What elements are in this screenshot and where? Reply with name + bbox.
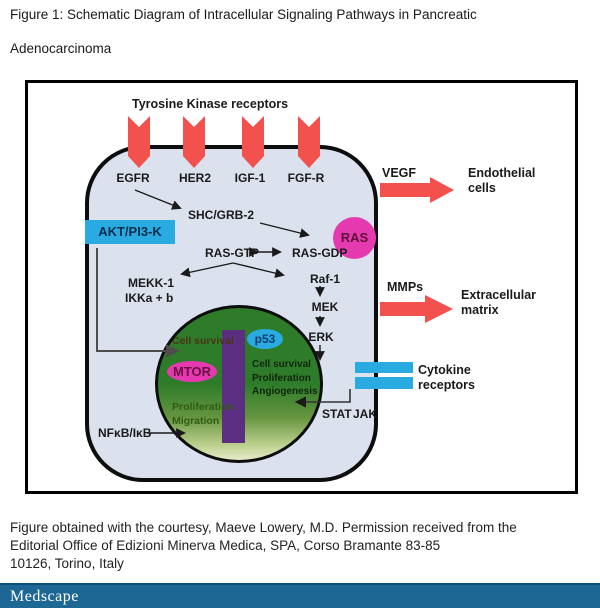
diagram-canvas: Tyrosine Kinase receptors EGFR HER2 IGF-…	[25, 80, 578, 494]
node-ras-gdp: RAS-GDP	[292, 246, 348, 260]
cytokine-receptors-label: Cytokine receptors	[418, 363, 475, 392]
receptor-icon	[183, 116, 205, 168]
node-mekk1: MEKK-1	[128, 276, 175, 290]
outcome-angiogenesis: Angiogenesis	[252, 386, 318, 397]
node-raf1: Raf-1	[309, 272, 340, 286]
receptor-label-igf1: IGF-1	[234, 171, 266, 185]
nucleus-outcomes: Cell survival Proliferation Angiogenesis	[252, 358, 318, 399]
outcome-cell-survival: Cell survival	[252, 359, 311, 370]
vegf-label: VEGF	[382, 166, 417, 180]
figure-title: Figure 1: Schematic Diagram of Intracell…	[10, 7, 477, 22]
receptor-label-egfr: EGFR	[116, 171, 150, 185]
node-ras: RAS	[333, 217, 376, 259]
receptor-icon	[128, 116, 150, 168]
node-erk: ERK	[308, 330, 334, 344]
extracellular-matrix-label: Extracellular matrix	[461, 288, 537, 317]
node-stat: STAT	[322, 407, 352, 421]
nucleus-cell-survival-label: Cell survival	[172, 335, 234, 347]
tyrosine-kinase-receptors-label: Tyrosine Kinase receptors	[132, 97, 289, 111]
nucleus: Cell survival p53 Cell survival Prolifer…	[155, 305, 323, 463]
mmps-label: MMPs	[387, 280, 424, 294]
cytokine-receptor-bar-icon	[355, 362, 413, 373]
node-shc-grb2: SHC/GRB-2	[188, 208, 255, 222]
cytokine-receptor-bar-icon	[355, 377, 413, 389]
mmps-arrow-icon	[380, 295, 453, 323]
node-mtor: MTOR	[167, 361, 217, 382]
node-p53: p53	[247, 329, 283, 349]
caption-line-3: 10126, Torino, Italy	[10, 556, 124, 571]
nucleus-dna-bar	[222, 330, 245, 443]
outcome-proliferation-bottom: Proliferation	[172, 401, 234, 413]
caption-line-1: Figure obtained with the courtesy, Maeve…	[10, 520, 517, 535]
node-ikka-b: IKKa + b	[125, 291, 174, 305]
figure-title-line2: Adenocarcinoma	[10, 41, 112, 56]
nucleus-bottom-outcomes: Proliferation Migration	[172, 400, 234, 428]
receptor-label-her2: HER2	[178, 171, 211, 185]
medscape-logo: Medscape	[10, 588, 79, 605]
receptor-label-fgfr: FGF-R	[287, 171, 325, 185]
node-ras-gtp: RAS-GTP	[205, 246, 259, 260]
medscape-bar: Medscape	[0, 583, 600, 608]
receptor-icon	[242, 116, 264, 168]
caption-line-2: Editorial Office of Edizioni Minerva Med…	[10, 538, 441, 553]
node-jak: JAK	[353, 407, 378, 421]
node-nfkb-ikb: NFκB/IκB	[98, 426, 152, 440]
node-akt-pi3k: AKT/PI3-K	[85, 220, 175, 244]
node-mek: MEK	[311, 300, 339, 314]
outcome-migration: Migration	[172, 415, 220, 427]
receptor-icon	[298, 116, 320, 168]
endothelial-cells-label: Endothelial cells	[468, 166, 536, 195]
outcome-proliferation: Proliferation	[252, 372, 311, 384]
